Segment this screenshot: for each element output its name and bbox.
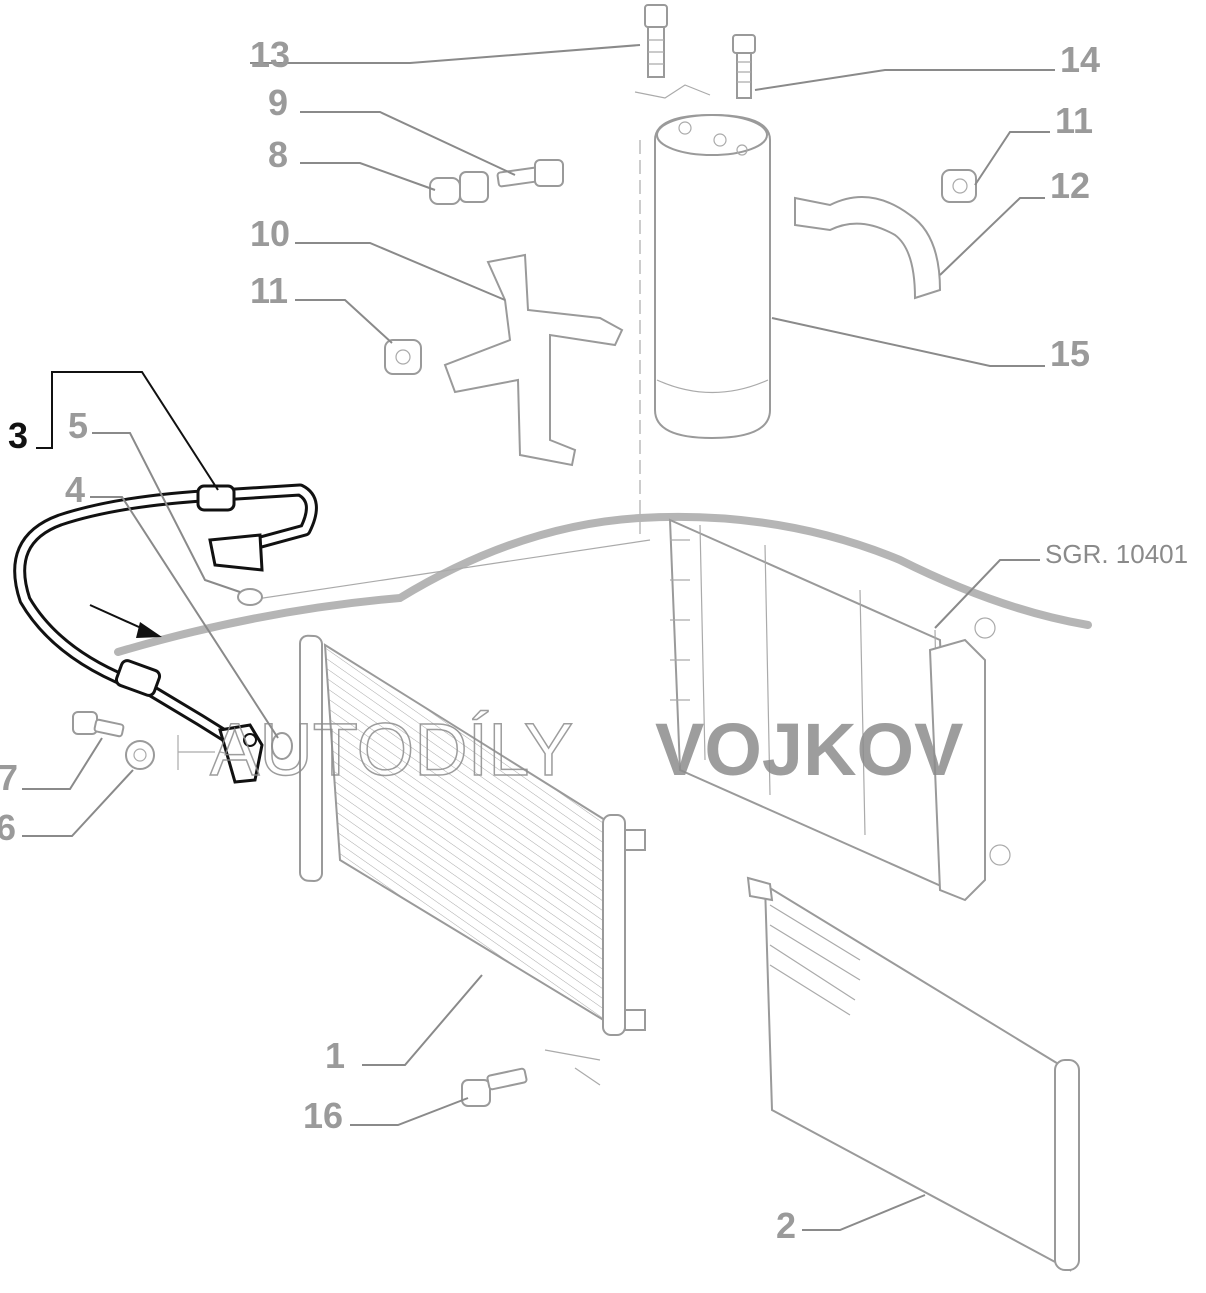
swoosh-decoration bbox=[114, 512, 1092, 656]
leader-1 bbox=[362, 974, 483, 1066]
seal-washer-part bbox=[237, 588, 263, 606]
callout-15: 15 bbox=[1050, 333, 1090, 374]
callout-8: 8 bbox=[268, 134, 288, 175]
radiator-part bbox=[668, 518, 1011, 902]
dashed-line bbox=[249, 539, 651, 601]
callout-5: 5 bbox=[68, 405, 88, 446]
screw-part bbox=[732, 34, 756, 99]
group-reference: SGR. 10401 bbox=[1045, 539, 1188, 569]
callout-1: 1 bbox=[325, 1035, 345, 1076]
callout-14: 14 bbox=[1060, 39, 1100, 80]
callout-12: 12 bbox=[1050, 165, 1090, 206]
condenser-part bbox=[299, 634, 646, 1036]
callout-3: 3 bbox=[8, 415, 28, 456]
watermark-autodily: AUTODÍLY bbox=[210, 708, 573, 791]
leader-12 bbox=[939, 197, 1045, 276]
mounting-bracket-part bbox=[443, 253, 624, 467]
leader-16 bbox=[350, 1097, 469, 1126]
callout-6: 6 bbox=[0, 807, 16, 848]
callout-7: 7 bbox=[0, 757, 18, 798]
pressure-switch-part bbox=[644, 4, 668, 78]
callout-2: 2 bbox=[776, 1205, 796, 1246]
bolt-part bbox=[496, 159, 564, 188]
bolt-part bbox=[461, 1067, 528, 1107]
leader-2 bbox=[802, 1194, 926, 1231]
leader-sgr bbox=[934, 559, 1040, 629]
leader-11-left bbox=[295, 299, 393, 344]
nut-part bbox=[941, 169, 977, 203]
break-mark bbox=[634, 84, 711, 99]
o-ring-part bbox=[271, 732, 293, 760]
leader-13 bbox=[250, 44, 641, 64]
callout-10: 10 bbox=[250, 213, 290, 254]
direction-arrow-icon bbox=[89, 604, 162, 638]
washer-part bbox=[125, 740, 155, 770]
leader-6 bbox=[22, 769, 134, 837]
ac-hose-part bbox=[13, 483, 318, 784]
leader-8 bbox=[300, 162, 436, 191]
leader-10 bbox=[295, 242, 506, 301]
leader-11-right bbox=[974, 131, 1050, 186]
condenser-alt-part bbox=[746, 876, 1080, 1272]
callout-11-left: 11 bbox=[250, 270, 288, 311]
leader-3 bbox=[36, 371, 219, 491]
leader-5 bbox=[92, 432, 241, 593]
receiver-drier-part bbox=[654, 113, 771, 440]
leader-14 bbox=[754, 69, 1055, 91]
leader-15 bbox=[771, 317, 1045, 367]
bolt-part bbox=[72, 711, 125, 738]
leader-4 bbox=[90, 496, 279, 739]
nut-part bbox=[384, 339, 422, 375]
leader-7 bbox=[22, 737, 103, 790]
callout-13: 13 bbox=[250, 34, 290, 75]
break-mark bbox=[544, 1049, 601, 1086]
fitting-part bbox=[429, 171, 489, 205]
callout-9: 9 bbox=[268, 82, 288, 123]
callout-4: 4 bbox=[65, 469, 85, 510]
strap-bracket-part bbox=[794, 196, 942, 300]
callout-11-right: 11 bbox=[1055, 100, 1093, 141]
callout-16: 16 bbox=[303, 1095, 343, 1136]
watermark-vojkov: VOJKOV bbox=[655, 708, 963, 791]
leader-9 bbox=[300, 111, 516, 176]
